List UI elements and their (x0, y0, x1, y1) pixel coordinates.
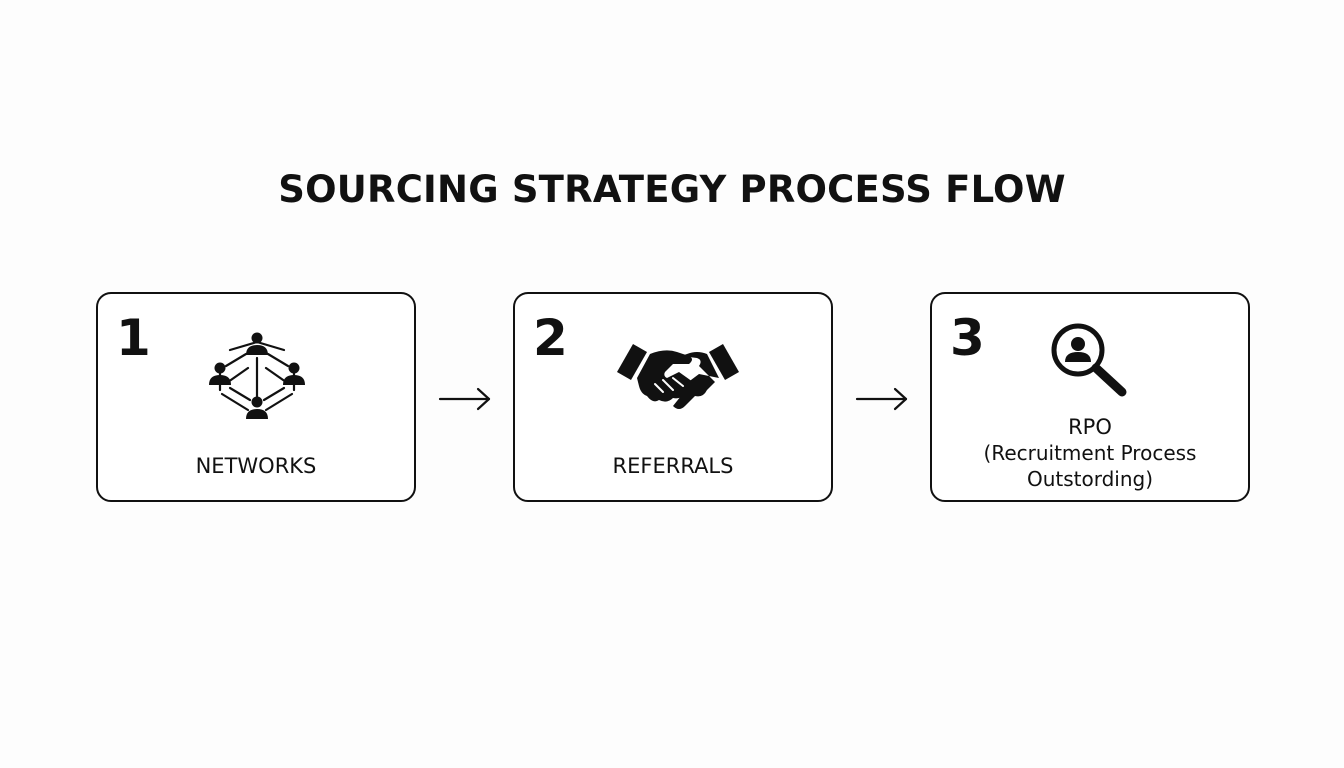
diagram-title: SOURCING STRATEGY PROCESS FLOW (278, 168, 1066, 211)
step-box-referrals: 2 REFERRALS (513, 292, 833, 502)
step-number: 2 (533, 309, 568, 367)
step-label: RPO (1068, 415, 1112, 439)
arrow-right-icon (438, 387, 491, 411)
step-number: 3 (950, 309, 985, 367)
step-label-line3: Outstording) (1026, 467, 1154, 491)
step-label: NETWORKS (195, 454, 317, 478)
step-number: 1 (116, 309, 151, 367)
handshake-icon (617, 344, 739, 409)
step-box-rpo: 3 RPO (Recruitment Process Outstording) (930, 292, 1250, 502)
step-box-networks: 1 (96, 292, 416, 502)
arrow-right-icon (855, 387, 908, 411)
step-label-line2: (Recruitment Process (983, 441, 1197, 465)
step-label: REFERRALS (612, 454, 734, 478)
network-people-icon (209, 332, 305, 419)
magnifier-person-icon (1051, 323, 1127, 397)
